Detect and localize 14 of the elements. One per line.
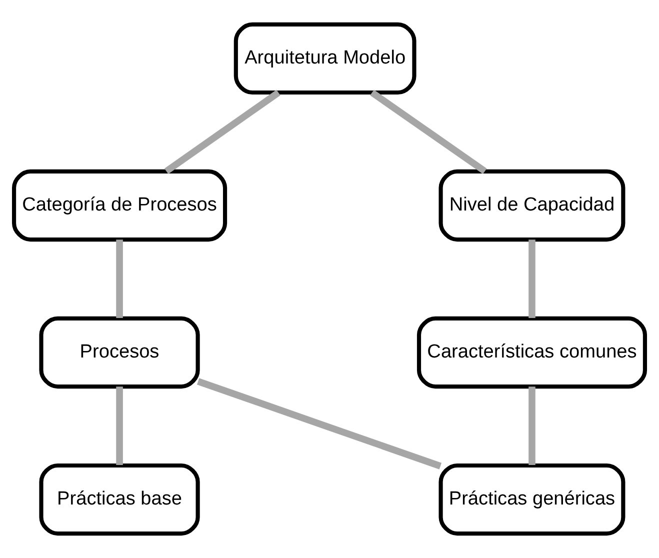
node-box: Prácticas base (39, 463, 200, 536)
connector (196, 378, 442, 470)
node-box: Categoría de Procesos (12, 169, 228, 242)
connector (528, 386, 536, 466)
node-box: Procesos (39, 316, 200, 389)
connector (116, 240, 123, 318)
connector (528, 240, 536, 318)
node-box: Nivel de Capacidad (438, 169, 626, 242)
node-box: Prácticas genéricas (438, 463, 626, 536)
connector (116, 386, 123, 466)
node-box: Características comunes (416, 316, 648, 389)
node-box: Arquitetura Modelo (234, 22, 416, 95)
connector (370, 90, 487, 174)
connector (164, 90, 280, 174)
